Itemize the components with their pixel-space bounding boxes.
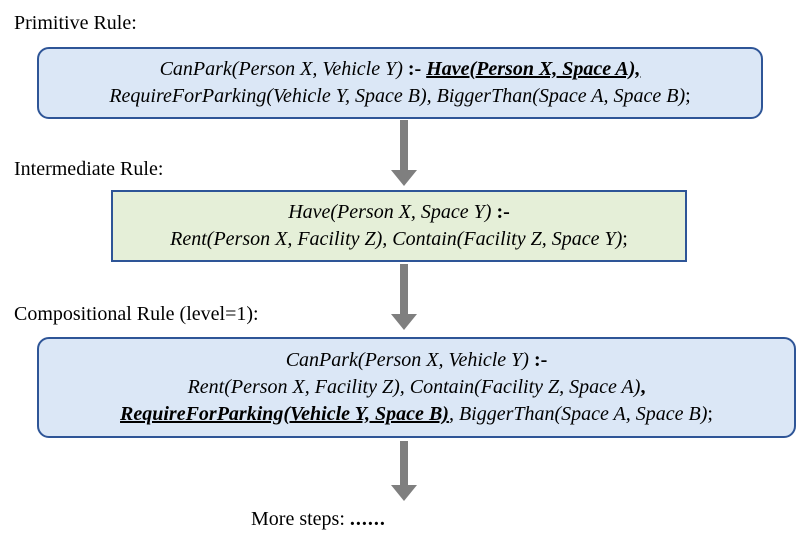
primitive-rule-body: RequireForParking(Vehicle Y, Space B), B… bbox=[109, 85, 686, 107]
primitive-rule-label: Primitive Rule: bbox=[14, 12, 137, 34]
compositional-rule-comma: , bbox=[640, 376, 646, 398]
primitive-rule-line-2: RequireForParking(Vehicle Y, Space B), B… bbox=[109, 83, 690, 110]
down-arrow-1 bbox=[391, 120, 417, 186]
compositional-rule-line-3: RequireForParking(Vehicle Y, Space B), B… bbox=[120, 401, 713, 428]
down-arrow-3-shape bbox=[391, 441, 417, 501]
down-arrow-2-shape bbox=[391, 264, 417, 330]
compositional-rule-operator: :- bbox=[533, 349, 548, 371]
compositional-rule-label: Compositional Rule (level=1): bbox=[14, 303, 259, 325]
compositional-rule-highlight: RequireForParking(Vehicle Y, Space B) bbox=[120, 403, 449, 425]
compositional-rule-line-1: CanPark(Person X, Vehicle Y) :- bbox=[286, 347, 548, 374]
more-steps-label: More steps: bbox=[251, 508, 345, 530]
compositional-rule-tail: , BiggerThan(Space A, Space B) bbox=[448, 403, 708, 425]
intermediate-rule-head: Have(Person X, Space Y) bbox=[288, 201, 492, 223]
compositional-rule-box: CanPark(Person X, Vehicle Y) :- Rent(Per… bbox=[37, 337, 796, 438]
compositional-rule-line-2: Rent(Person X, Facility Z), Contain(Faci… bbox=[188, 374, 646, 401]
down-arrow-2 bbox=[391, 264, 417, 330]
intermediate-rule-line-2: Rent(Person X, Facility Z), Contain(Faci… bbox=[170, 226, 628, 253]
intermediate-rule-body: Rent(Person X, Facility Z), Contain(Faci… bbox=[170, 228, 623, 250]
primitive-rule-highlight: Have(Person X, Space A), bbox=[426, 58, 641, 80]
compositional-rule-end: ; bbox=[707, 403, 713, 425]
primitive-rule-box: CanPark(Person X, Vehicle Y) :- Have(Per… bbox=[37, 47, 763, 119]
primitive-rule-head: CanPark(Person X, Vehicle Y) bbox=[159, 58, 403, 80]
more-steps-dots: ...... bbox=[349, 508, 386, 530]
intermediate-rule-line-1: Have(Person X, Space Y) :- bbox=[288, 199, 510, 226]
intermediate-rule-end: ; bbox=[622, 228, 628, 250]
down-arrow-3 bbox=[391, 441, 417, 501]
down-arrow-1-shape bbox=[391, 120, 417, 186]
primitive-rule-line-1: CanPark(Person X, Vehicle Y) :- Have(Per… bbox=[160, 56, 641, 83]
primitive-rule-operator: :- bbox=[407, 58, 422, 80]
more-steps: More steps: ...... bbox=[251, 508, 386, 531]
intermediate-rule-box: Have(Person X, Space Y) :- Rent(Person X… bbox=[111, 190, 687, 262]
compositional-rule-head: CanPark(Person X, Vehicle Y) bbox=[285, 349, 529, 371]
primitive-rule-end: ; bbox=[685, 85, 691, 107]
intermediate-rule-label: Intermediate Rule: bbox=[14, 158, 164, 180]
compositional-rule-body: Rent(Person X, Facility Z), Contain(Faci… bbox=[187, 376, 641, 398]
intermediate-rule-operator: :- bbox=[496, 201, 510, 223]
